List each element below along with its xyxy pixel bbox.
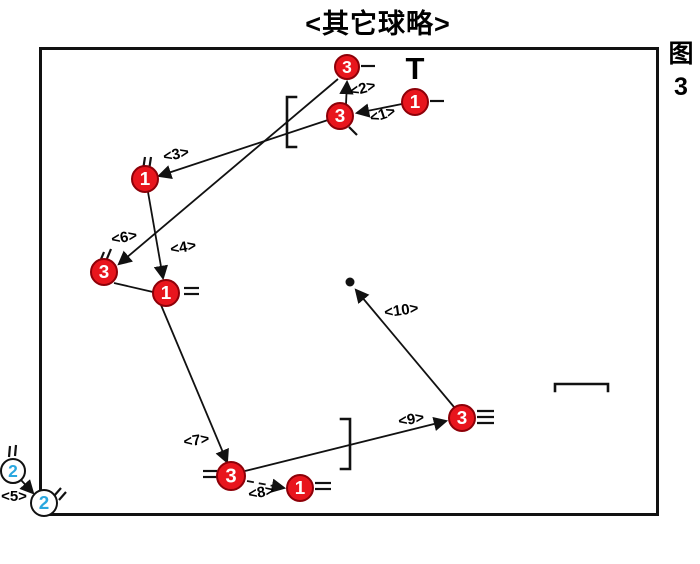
ball-1-c-number: 1 [161, 282, 171, 303]
move-label-9: <9> [397, 409, 426, 430]
path-segment-1 [113, 282, 154, 293]
ball-1-b [131, 165, 159, 193]
figure-number-char: 图 [668, 40, 694, 68]
move-label-3: <3> [162, 144, 191, 166]
move-arrow-3 [156, 119, 329, 179]
move-label-2: <2> [348, 77, 378, 100]
move-label-4: <4> [169, 237, 198, 258]
ball-1-a-number: 1 [410, 91, 420, 112]
ball-3-c [90, 258, 118, 286]
ball-1-c [152, 279, 180, 307]
goal-pole-icon: T [406, 51, 425, 86]
page-title: <其它球略> [305, 9, 451, 39]
ball-3-a-number: 3 [342, 57, 352, 77]
ball-3-d-number: 3 [225, 466, 236, 488]
center-dot [345, 277, 355, 287]
ball-1-b-number: 1 [140, 168, 150, 189]
move-arrow-2 [339, 79, 354, 105]
tick-mark-18 [13, 444, 18, 457]
move-label-10: <10> [383, 300, 419, 322]
ball-1-d-number: 1 [295, 477, 305, 498]
ball-3-e-number: 3 [457, 407, 467, 428]
ball-1-d [286, 474, 314, 502]
move-arrow-10 [354, 288, 455, 408]
ball-2-a-number: 2 [8, 461, 18, 481]
figure-number-digit: 3 [674, 73, 688, 101]
move-arrow-7 [160, 304, 229, 464]
figure-number: 图 3 [663, 38, 699, 104]
tick-mark-20 [58, 491, 67, 501]
move-arrow-9 [244, 416, 449, 472]
move-label-6: <6> [110, 227, 139, 248]
ball-3-b [326, 102, 354, 130]
move-label-1: <1> [368, 103, 398, 127]
field-border [39, 47, 659, 516]
ball-3-d [216, 461, 246, 491]
ball-2-b-number: 2 [39, 492, 49, 513]
move-arrow-6 [117, 78, 339, 266]
ball-3-c-number: 3 [99, 261, 109, 282]
move-arrow-1 [354, 103, 403, 118]
ball-2-a [0, 458, 26, 484]
tick-mark-3 [348, 126, 358, 136]
ball-1-a [401, 88, 429, 116]
ball-3-b-number: 3 [335, 105, 345, 126]
tick-mark-17 [7, 445, 12, 458]
gate-mid [339, 417, 352, 471]
move-arrow-8 [246, 478, 287, 493]
ball-3-e [448, 404, 476, 432]
move-arrow-4 [147, 191, 168, 281]
move-label-8: <8> [247, 482, 276, 503]
move-label-7: <7> [182, 430, 210, 450]
gate-right [553, 382, 610, 393]
move-arrow-5 [19, 479, 35, 495]
ball-3-a [334, 54, 360, 80]
ball-2-b [30, 489, 58, 517]
move-label-5: <5> [1, 488, 27, 505]
